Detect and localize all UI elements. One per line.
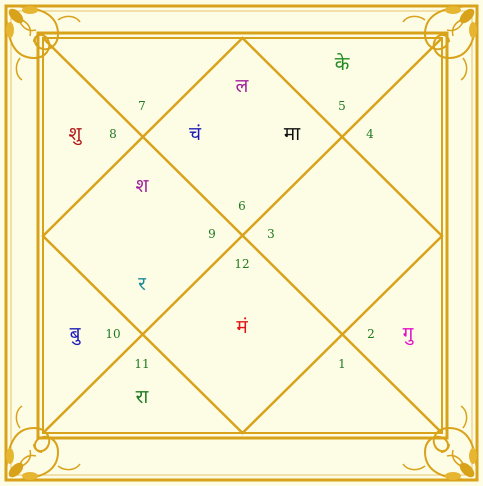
house-number: 12 xyxy=(234,257,249,271)
house-number: 7 xyxy=(138,99,146,113)
planet-label: के xyxy=(335,52,350,75)
house-number: 11 xyxy=(134,357,149,371)
planet-label: र xyxy=(138,273,147,295)
house-number: 8 xyxy=(109,127,117,141)
planet-label: शु xyxy=(69,123,83,146)
planet-label: मं xyxy=(236,316,248,338)
house-number: 9 xyxy=(208,227,216,241)
house-number: 10 xyxy=(105,327,120,341)
house-number: 6 xyxy=(238,199,246,213)
planet-label: गु xyxy=(403,323,415,346)
planet-label: ल xyxy=(236,75,250,97)
house-number: 3 xyxy=(267,227,275,241)
planet-label: रा xyxy=(136,386,150,408)
house-number: 2 xyxy=(367,327,375,341)
house-number: 5 xyxy=(338,99,346,113)
planet-label: मा xyxy=(284,123,301,145)
planet-label: बु xyxy=(70,323,82,346)
house-number: 1 xyxy=(338,357,346,371)
planet-label: चं xyxy=(189,123,202,145)
house-number: 4 xyxy=(366,127,374,141)
planet-label: श xyxy=(136,175,150,197)
